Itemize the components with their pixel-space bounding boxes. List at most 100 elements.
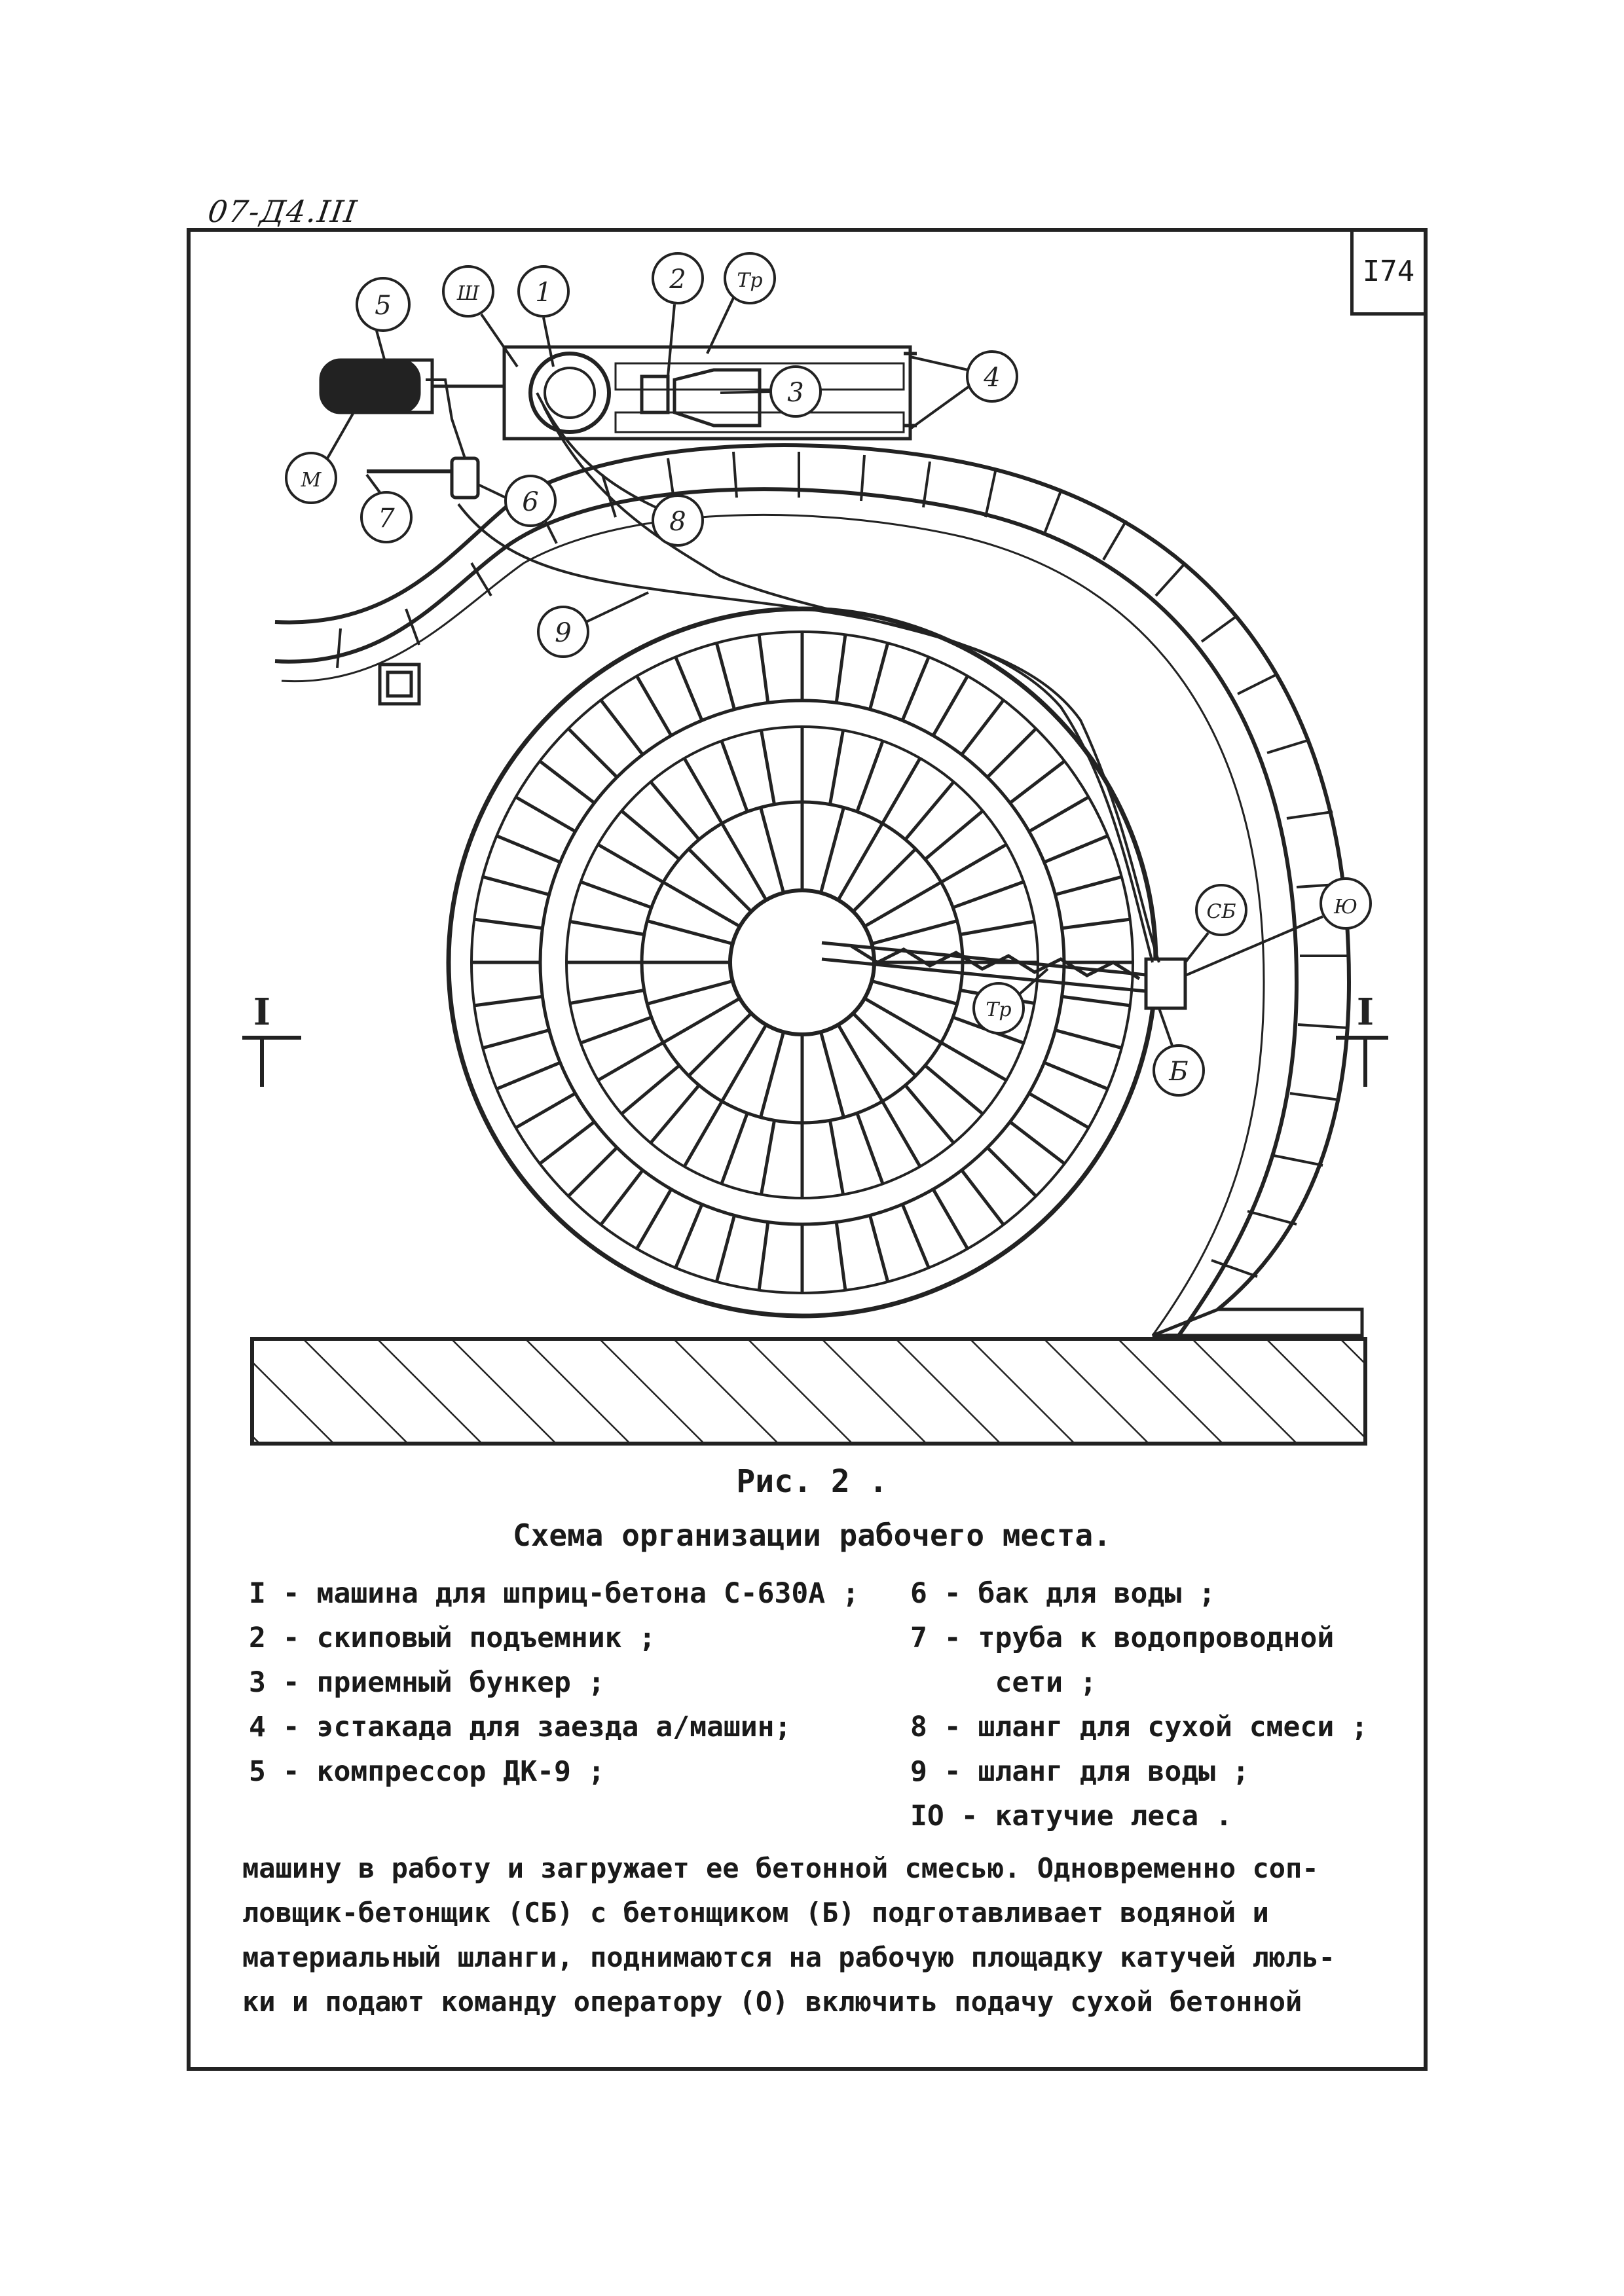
legend-item: IO - катучие леса .	[910, 1800, 1232, 1832]
scaffold-spoke	[580, 880, 652, 909]
legend-item: сети ;	[910, 1666, 1097, 1699]
scaffold-spoke	[674, 1203, 704, 1269]
scaffold-spoke	[599, 1169, 644, 1226]
scaffold-spoke	[720, 1112, 749, 1185]
scaffold-spoke	[864, 881, 942, 928]
scaffold-spoke	[688, 1012, 752, 1077]
scaffold-spoke	[904, 1084, 955, 1144]
svg-text:6: 6	[522, 487, 538, 517]
scaffold-spoke	[567, 727, 618, 778]
scaffold-spoke	[482, 1029, 550, 1050]
scaffold-spoke	[688, 848, 752, 913]
svg-text:5: 5	[375, 291, 391, 321]
legend-item: I - машина для шприц-бетона С-630А ;	[249, 1577, 859, 1610]
legend-item: 6 - бак для воды ;	[910, 1577, 1215, 1610]
compressor	[319, 358, 504, 414]
section-marks	[242, 1036, 1388, 1087]
scaffold-spoke	[819, 1031, 845, 1118]
scaffold-spoke	[714, 642, 736, 710]
legend-right: 6 - бак для воды ; 7 - труба к водопрово…	[910, 1571, 1368, 1838]
body-line: машину в работу и загружает ее бетонной …	[242, 1852, 1319, 1884]
wall-opening	[378, 663, 421, 706]
scaffold-spoke	[864, 996, 942, 1044]
legend-item: 2 - скиповый подъемник ;	[249, 1622, 656, 1654]
scaffold-spoke	[855, 740, 885, 812]
scaffold-spoke	[515, 795, 576, 833]
scaffold-spoke	[834, 634, 847, 703]
scaffold-spoke	[682, 757, 724, 825]
svg-text:3: 3	[787, 378, 803, 408]
scaffold-spoke	[881, 757, 922, 825]
section-mark-right: I	[1357, 991, 1374, 1034]
scaffold-spoke	[720, 1024, 768, 1102]
legend-item: 5 - компрессор ДК-9 ;	[249, 1755, 605, 1788]
scaffold-spoke	[496, 834, 561, 864]
scaffold-spoke	[682, 1100, 724, 1168]
scaffold-spoke	[597, 1041, 665, 1082]
scaffold-spoke	[828, 730, 845, 805]
scaffold-spoke	[828, 1120, 845, 1195]
machine-platform	[502, 345, 917, 441]
figure-label: Рис. 2 .	[736, 1463, 888, 1500]
scaffold-spoke	[819, 807, 845, 894]
legend-item: 3 - приемный бункер ;	[249, 1666, 605, 1699]
scaffold-spoke	[662, 996, 741, 1044]
scaffold-spoke	[836, 822, 884, 901]
scaffold-spoke	[620, 1064, 680, 1116]
scaffold-spoke	[635, 1188, 673, 1250]
scaffold-spoke	[567, 1146, 618, 1197]
body-line: ловщик-бетонщик (СБ) с бетонщиком (Б) по…	[242, 1897, 1269, 1929]
scaffold-spoke	[720, 740, 749, 812]
scaffold-spoke	[871, 919, 958, 945]
scaffold-spoke	[580, 1015, 652, 1045]
scaffold-spoke	[674, 656, 704, 721]
scaffold-spoke	[852, 1012, 917, 1077]
scaffold-spoke	[646, 919, 733, 945]
svg-text:8: 8	[669, 507, 686, 537]
scaffold-spoke	[960, 699, 1005, 756]
scaffold-spoke	[924, 1064, 984, 1116]
scaffold-spoke	[757, 1222, 770, 1291]
scaffold-spoke	[881, 1100, 922, 1168]
tunnel-exit	[1152, 1307, 1364, 1338]
scaffold-spoke	[599, 699, 644, 756]
scaffold-spoke	[1008, 1120, 1066, 1165]
scaffold-spoke	[649, 1084, 701, 1144]
scaffold-spoke	[473, 994, 543, 1008]
scaffold-spoke	[1043, 1061, 1109, 1091]
callouts: 5 Ш 1 2 Тр 3 4 М 7 6 8 9	[285, 252, 1372, 1097]
legend-item: 7 - труба к водопроводной	[910, 1622, 1335, 1654]
svg-text:1: 1	[535, 278, 551, 308]
scaffold-spoke	[1043, 834, 1109, 864]
scaffold-spoke	[904, 780, 955, 841]
page-number: I74	[1350, 230, 1424, 316]
svg-text:Тр: Тр	[986, 998, 1011, 1021]
scaffold-spoke	[760, 1120, 776, 1195]
svg-text:Ш: Ш	[456, 282, 480, 305]
scaffold-spoke	[952, 880, 1025, 909]
tank-plan	[446, 606, 1158, 1319]
scaffold-spoke	[538, 1120, 596, 1165]
scaffold-spoke	[960, 1169, 1005, 1226]
svg-text:Тр: Тр	[737, 269, 762, 292]
scaffold-spoke	[931, 1188, 969, 1250]
scaffold-spoke	[515, 1091, 576, 1129]
section-mark-left: I	[253, 991, 270, 1034]
body-line: материальный шланги, поднимаются на рабо…	[242, 1941, 1335, 1973]
scaffold-spoke	[649, 780, 701, 841]
scaffold-spoke	[646, 979, 733, 1006]
scaffold-spoke	[1054, 875, 1122, 896]
svg-text:4: 4	[983, 363, 1000, 393]
scaffold-spoke	[757, 634, 770, 703]
scaffold-spoke	[570, 989, 645, 1005]
svg-text:СБ: СБ	[1207, 900, 1236, 923]
scaffold-spoke	[496, 1061, 561, 1091]
scaffold-spoke	[759, 807, 785, 894]
svg-text:9: 9	[555, 618, 571, 648]
legend-item: 8 - шланг для сухой смеси ;	[910, 1711, 1368, 1743]
scaffold-spoke	[620, 809, 680, 861]
scaffold-spoke	[959, 920, 1035, 936]
scaffold-spoke	[940, 1041, 1008, 1082]
legend-item: 4 - эстакада для заезда а/машин;	[249, 1711, 792, 1743]
svg-text:Б: Б	[1168, 1057, 1188, 1087]
